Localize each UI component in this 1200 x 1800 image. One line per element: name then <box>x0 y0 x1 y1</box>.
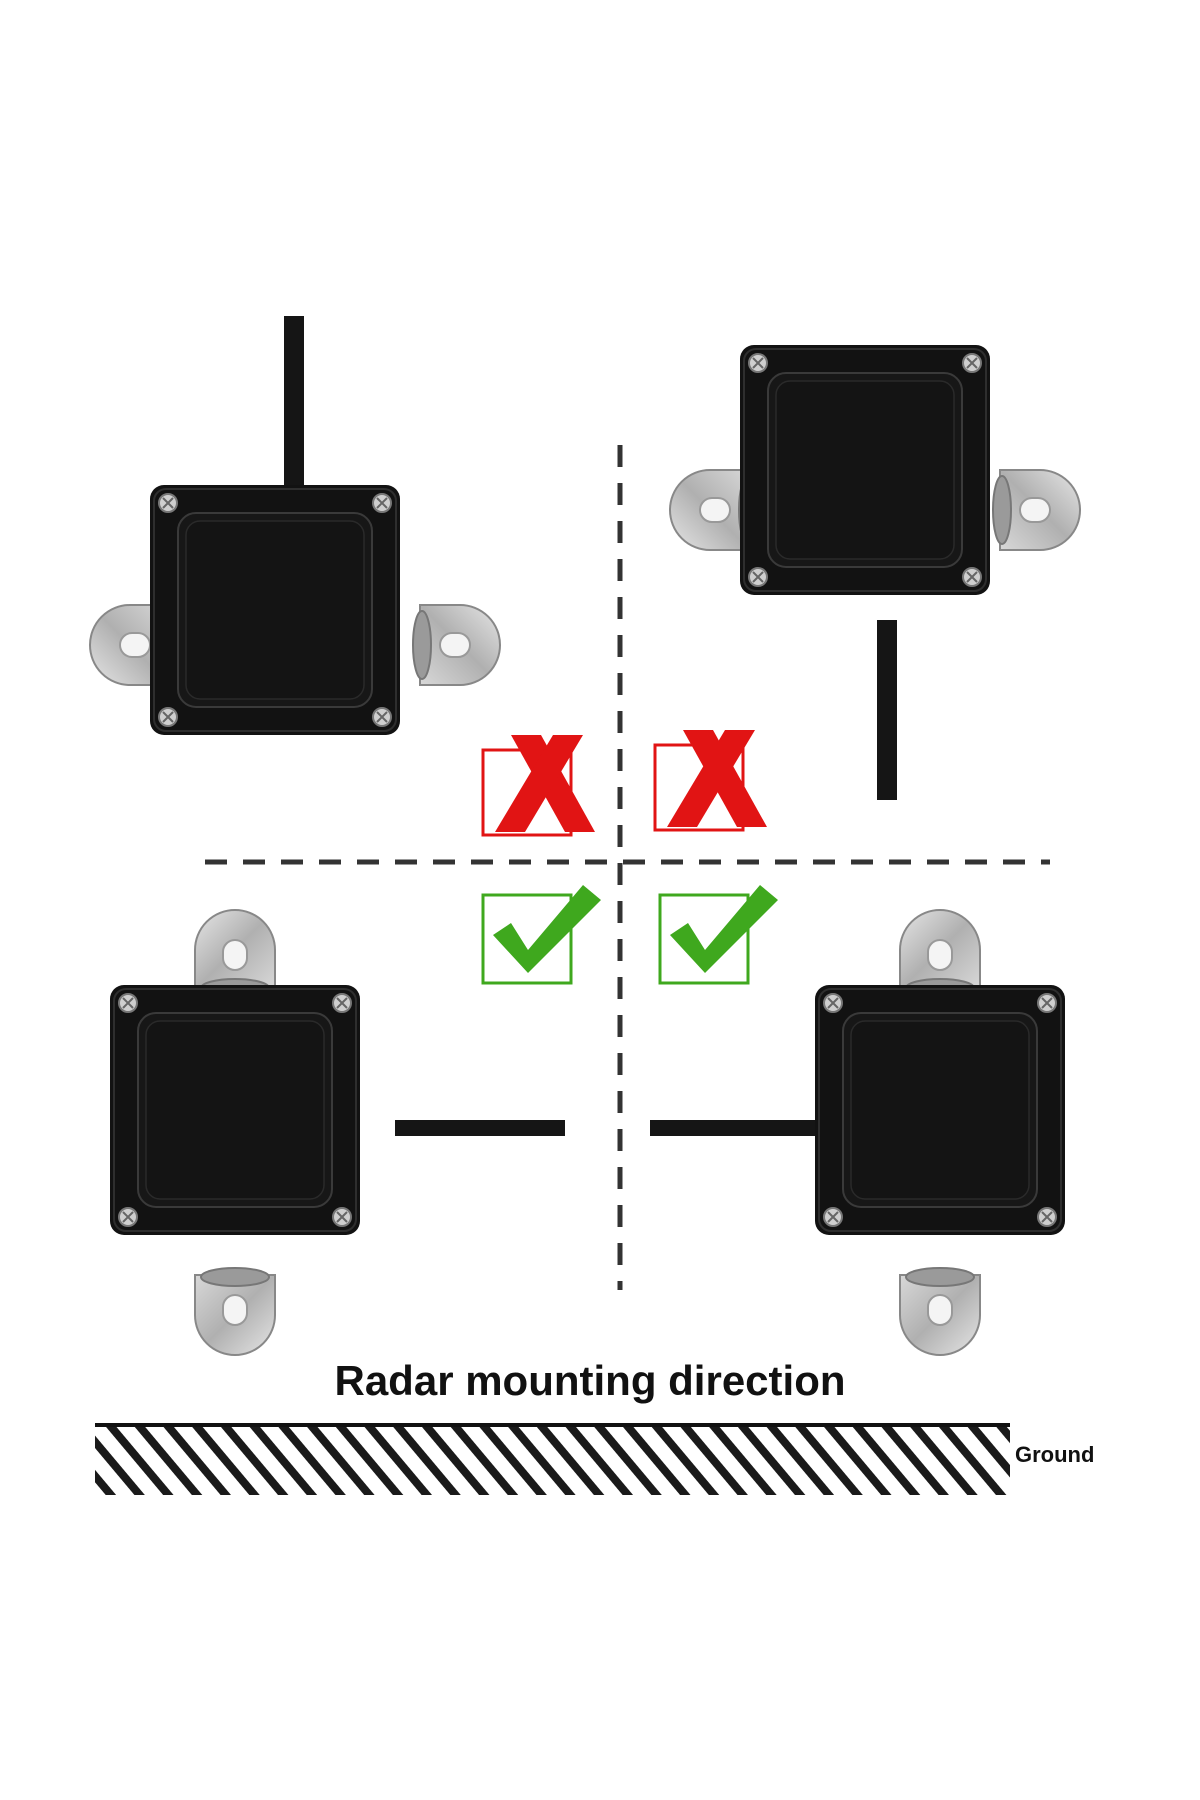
cable-left <box>650 1120 820 1136</box>
mounting-bracket-icon <box>992 469 1081 551</box>
sensor-cable-right <box>110 909 565 1356</box>
mounting-bracket-icon <box>194 909 276 998</box>
ground-label: Ground <box>1015 1442 1094 1467</box>
radar-enclosure <box>150 485 400 735</box>
cross-icon <box>653 730 767 832</box>
cable-up <box>284 316 304 486</box>
radar-enclosure <box>740 345 990 595</box>
mounting-bracket-icon <box>899 909 981 998</box>
mounting-bracket-icon <box>194 1267 276 1356</box>
mounting-bracket-icon <box>412 604 501 686</box>
radar-enclosure <box>815 985 1065 1235</box>
cable-down <box>877 620 897 800</box>
check-icon <box>658 885 778 985</box>
cable-right <box>395 1120 565 1136</box>
mounting-bracket-icon <box>899 1267 981 1356</box>
radar-enclosure <box>110 985 360 1235</box>
check-icon <box>481 885 601 985</box>
sensor-cable-up <box>89 316 501 735</box>
sensor-cable-left <box>650 909 1065 1356</box>
diagram-title: Radar mounting direction <box>334 1357 845 1404</box>
ground-hatching <box>95 1427 1010 1495</box>
sensor-cable-down <box>669 345 1081 800</box>
cross-icon <box>481 735 595 837</box>
